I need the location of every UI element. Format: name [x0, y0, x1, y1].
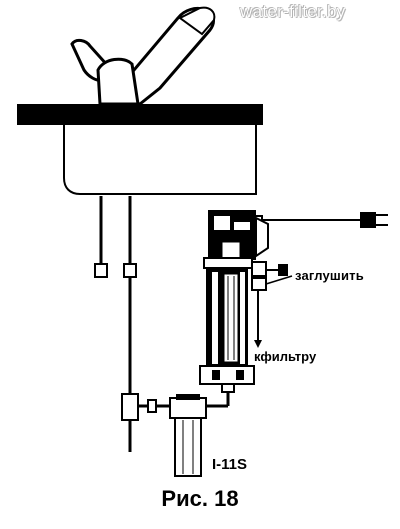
pipe-tee	[121, 393, 139, 421]
hose-connector-right	[123, 263, 137, 278]
power-cord	[256, 212, 388, 228]
solenoid-valve	[208, 210, 269, 260]
figure-caption: Рис. 18	[161, 486, 239, 511]
hose-connector-left	[94, 263, 108, 278]
supply-hoses	[94, 196, 137, 394]
watermark: water-filter.by	[240, 2, 346, 21]
label-to-filter: кфильтру	[254, 349, 317, 364]
label-filter-model: I-11S	[212, 456, 248, 473]
faucet-body	[96, 57, 140, 106]
countertop	[17, 104, 263, 125]
sink-basin	[63, 125, 257, 195]
tee-nut	[147, 399, 157, 413]
outlet-fittings	[251, 261, 293, 348]
water-pipe	[121, 393, 172, 452]
filter-head	[169, 397, 207, 419]
faucet	[70, 6, 216, 106]
filter-housing	[174, 417, 202, 477]
uv-unit	[199, 257, 255, 393]
faucet-spout-tip	[178, 6, 216, 36]
power-plug	[360, 212, 376, 228]
label-plug: заглушить	[295, 268, 364, 283]
